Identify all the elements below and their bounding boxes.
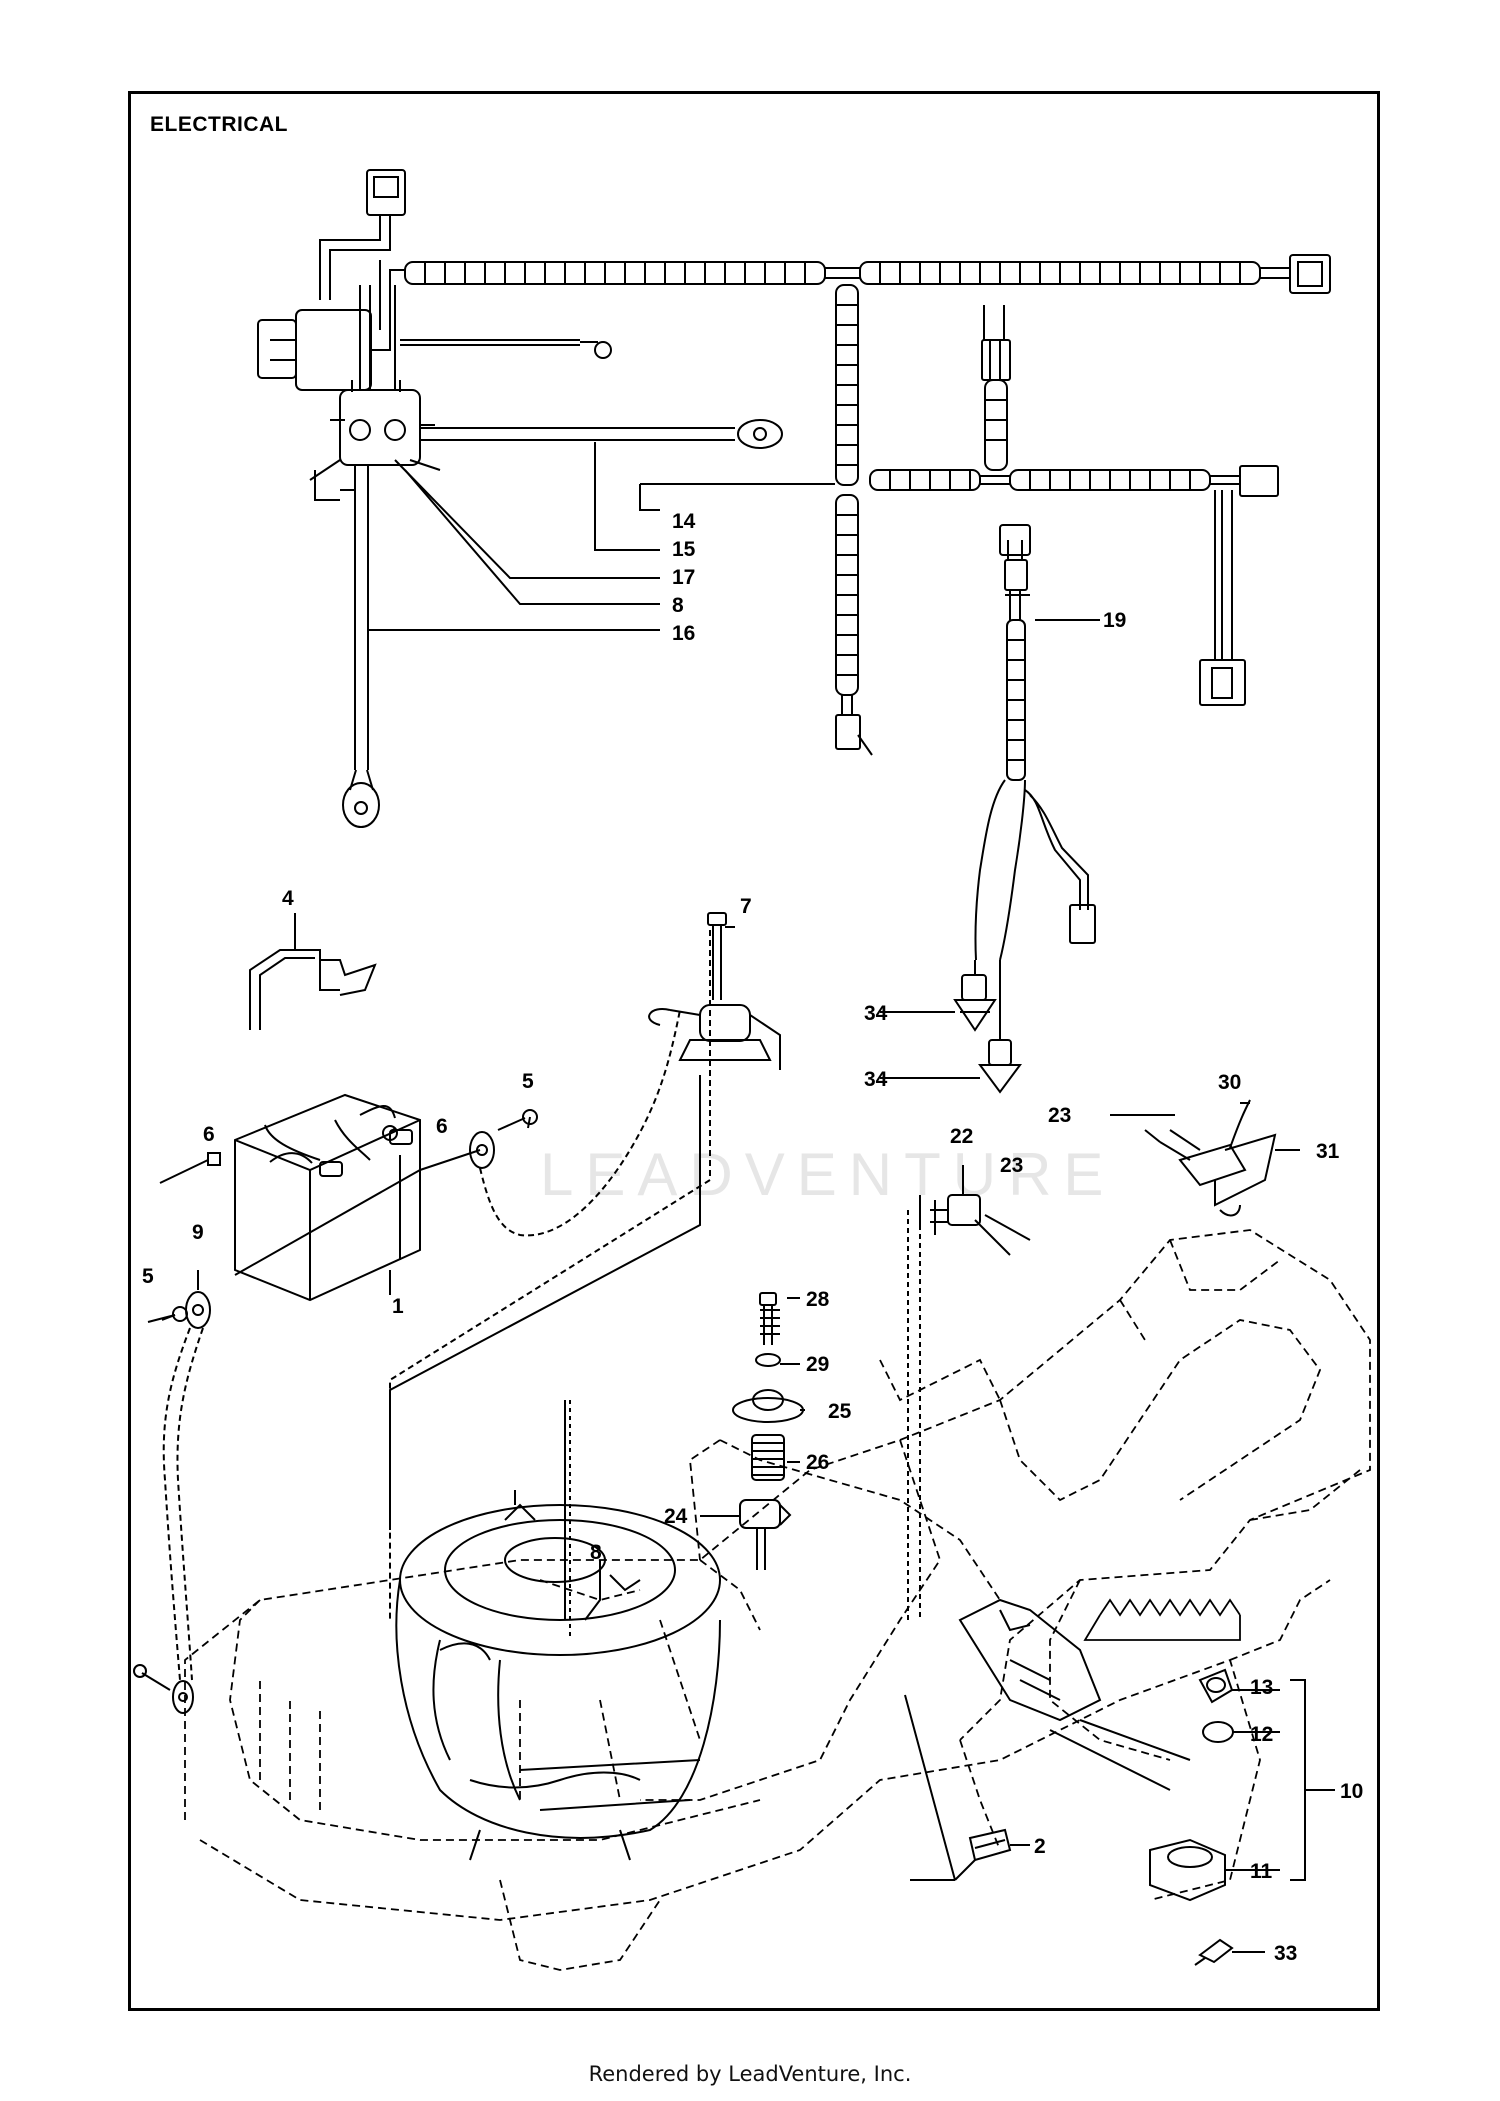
callout-12: 12: [1250, 1723, 1273, 1746]
washer-part-29[interactable]: [755, 1353, 781, 1367]
spring-part-26[interactable]: [751, 1434, 785, 1481]
callout-29: 29: [806, 1353, 829, 1376]
callout-14: 14: [672, 510, 696, 533]
tractor-frame: [184, 1229, 1371, 1971]
callout-5-upper: 5: [522, 1070, 534, 1093]
callout-1: 1: [392, 1295, 404, 1318]
leader-15: [594, 442, 660, 551]
diagram-frame: [128, 91, 1380, 2011]
callout-6-right: 6: [436, 1115, 448, 1138]
callout-23-lower: 23: [1000, 1154, 1023, 1177]
solenoid-part-8-upper[interactable]: [648, 1004, 781, 1070]
callout-24: 24: [664, 1505, 688, 1528]
connector-part-33[interactable]: [1194, 1938, 1265, 1966]
callout-6-left: 6: [203, 1123, 215, 1146]
switch-part-22[interactable]: [919, 1165, 1031, 1256]
bolt-part-5-lower[interactable]: [147, 1306, 188, 1323]
callout-23-upper: 23: [1048, 1104, 1071, 1127]
callout-13: 13: [1250, 1676, 1273, 1699]
leaders-battery: [159, 1116, 531, 1321]
nut-part-6-right[interactable]: [382, 1125, 398, 1141]
callout-2: 2: [1034, 1835, 1046, 1858]
callout-15: 15: [672, 538, 696, 561]
callout-11: 11: [1250, 1860, 1273, 1883]
starter-solenoid-part-8[interactable]: [309, 285, 612, 481]
leader-17: [394, 459, 660, 579]
leader-8: [404, 469, 660, 605]
callout-31: 31: [1316, 1140, 1340, 1163]
callout-9: 9: [192, 1221, 204, 1244]
callout-8-upper: 8: [672, 594, 684, 617]
bolt-part-5-upper[interactable]: [497, 1109, 538, 1131]
callout-labels: 14 15 17 8 16 19 4 7 6 6 5 5 9 1 34 34 3…: [142, 510, 1363, 1965]
bolt-part-28[interactable]: [759, 1292, 780, 1345]
leaders-mid: [700, 1297, 805, 1517]
switch-plug-part-2[interactable]: [904, 1694, 1030, 1881]
engine: [395, 1490, 721, 1861]
callout-19: 19: [1103, 609, 1126, 632]
callout-5-lower: 5: [142, 1265, 154, 1288]
watermark: LEADVENTURE: [540, 1141, 1116, 1208]
positive-cable[interactable]: [234, 1009, 681, 1276]
switch-part-24[interactable]: [739, 1499, 792, 1570]
callout-10: 10: [1340, 1780, 1363, 1803]
callout-34-upper: 34: [864, 1002, 888, 1025]
battery-holddown-part-4[interactable]: [249, 913, 377, 1030]
bolt-part-7[interactable]: [707, 912, 727, 1000]
callout-4: 4: [282, 887, 294, 910]
sensor-part-34-lower[interactable]: [880, 960, 1022, 1094]
leader-8b: [584, 1560, 601, 1621]
callout-33: 33: [1274, 1942, 1297, 1965]
callout-25: 25: [828, 1400, 852, 1423]
wire-harness-part-14[interactable]: [404, 254, 1331, 756]
callout-22: 22: [950, 1125, 973, 1148]
callout-7: 7: [740, 895, 752, 918]
steering-bracket: [958, 1598, 1191, 1791]
callout-30: 30: [1218, 1071, 1241, 1094]
footer-credit: Rendered by LeadVenture, Inc.: [588, 2062, 912, 2086]
nut-part-6-left[interactable]: [207, 1152, 221, 1166]
ignition-switch-part-11[interactable]: [1149, 1838, 1280, 1902]
battery-cable-part-15[interactable]: [420, 419, 783, 449]
sensor-part-34-upper[interactable]: [880, 960, 997, 1032]
battery-cable-part-16[interactable]: [314, 465, 380, 828]
leader-coil: [389, 1075, 701, 1620]
key-part-13[interactable]: [1198, 1668, 1280, 1704]
callout-28: 28: [806, 1288, 830, 1311]
relay-cluster[interactable]: [257, 169, 406, 391]
callout-17: 17: [672, 566, 695, 589]
seat-switch-part-30[interactable]: [1144, 1099, 1277, 1217]
callout-34-lower: 34: [864, 1068, 888, 1091]
battery-part-1[interactable]: [234, 1093, 421, 1302]
bumper-part-25[interactable]: [732, 1389, 804, 1423]
diagram-title: ELECTRICAL: [150, 113, 288, 136]
wiring-harness-part-19[interactable]: [974, 524, 1100, 961]
callout-26: 26: [806, 1451, 829, 1474]
ground-cable-part-9[interactable]: [133, 1291, 211, 1714]
callout-8-lower: 8: [590, 1541, 602, 1564]
leader-7-dashed: [389, 930, 711, 1620]
callout-16: 16: [672, 622, 695, 645]
nut-part-12[interactable]: [1202, 1721, 1280, 1743]
rail-sawtooth: [1083, 1598, 1241, 1641]
bracket-part-10: [1290, 1679, 1335, 1881]
leader-14: [639, 483, 835, 511]
